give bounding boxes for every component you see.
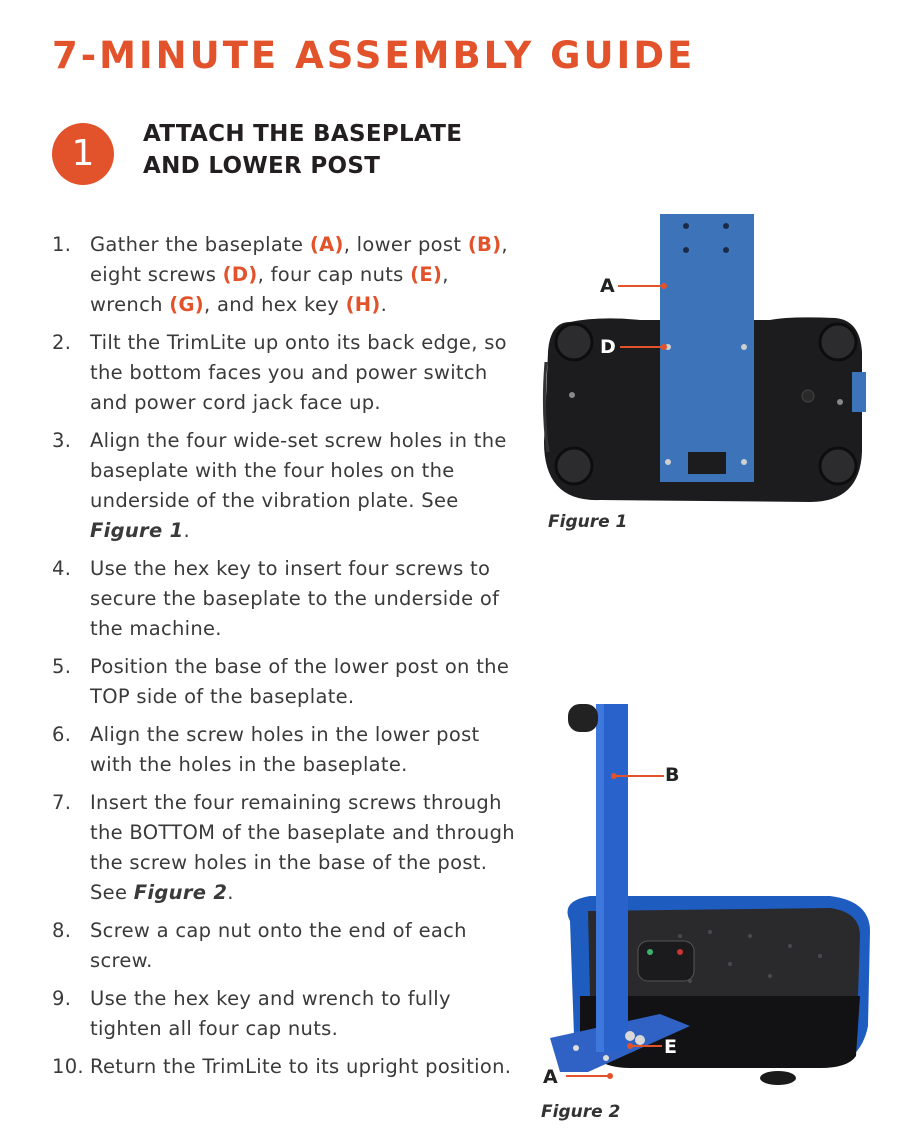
- part-reference: (A): [309, 233, 344, 256]
- figure-2-callout-a: A: [543, 1066, 558, 1088]
- instruction-text: , lower post: [343, 233, 468, 256]
- instruction-text: Align the four wide-set screw holes in t…: [90, 429, 507, 512]
- instruction-item: 2. Tilt the TrimLite up onto its back edg…: [52, 328, 522, 418]
- figure-2-callout-e: E: [664, 1036, 677, 1058]
- instruction-number: 3.: [52, 429, 72, 452]
- part-reference: (G): [169, 293, 205, 316]
- figure-1-callout-d: D: [600, 336, 616, 358]
- instruction-text: Tilt the TrimLite up onto its back edge,…: [90, 331, 507, 414]
- instruction-text: Screw a cap nut onto the end of each scr…: [90, 919, 467, 972]
- figure-1-callout-a: A: [600, 275, 615, 297]
- screw: [665, 459, 671, 465]
- instruction-text: Use the hex key to insert four screws to…: [90, 557, 500, 640]
- step-title-line-1: ATTACH THE BASEPLATE: [143, 121, 463, 147]
- step-title: ATTACH THE BASEPLATE AND LOWER POST: [143, 118, 462, 182]
- instruction-text: , four cap nuts: [257, 263, 411, 286]
- instruction-item: 9. Use the hex key and wrench to fully ti…: [52, 984, 522, 1044]
- part-reference: (H): [345, 293, 381, 316]
- figure-1-caption: Figure 1: [548, 512, 628, 532]
- instruction-item: 10. Return the TrimLite to its upright po…: [52, 1052, 522, 1082]
- instruction-item: 8. Screw a cap nut onto the end of each s…: [52, 916, 522, 976]
- instruction-number: 5.: [52, 655, 72, 678]
- instruction-number: 7.: [52, 791, 72, 814]
- instruction-text: , and hex key: [204, 293, 346, 316]
- part-reference: (B): [467, 233, 502, 256]
- baseplate: [660, 214, 754, 482]
- screw: [741, 344, 747, 350]
- instruction-number: 9.: [52, 987, 72, 1010]
- foot: [818, 446, 858, 486]
- figure-1-illustration: [542, 214, 866, 502]
- figure-2-callout-b: B: [665, 764, 680, 786]
- part-reference: (E): [410, 263, 443, 286]
- instruction-number: 2.: [52, 331, 72, 354]
- foot: [554, 322, 594, 362]
- part-reference: (D): [222, 263, 258, 286]
- figure-reference: Figure 1: [90, 519, 184, 542]
- instruction-list: 1. Gather the baseplate (A), lower post (…: [52, 230, 522, 1090]
- figure-2-illustration: [550, 704, 870, 1085]
- instruction-text: .: [183, 519, 190, 542]
- instruction-number: 4.: [52, 557, 72, 580]
- instruction-text: Align the screw holes in the lower post …: [90, 723, 480, 776]
- instruction-item: 1. Gather the baseplate (A), lower post (…: [52, 230, 522, 320]
- step-number-badge: 1: [52, 123, 114, 185]
- instruction-text: Gather the baseplate: [90, 233, 310, 256]
- figure-reference: Figure 2: [133, 881, 228, 904]
- figure-2-caption: Figure 2: [541, 1102, 621, 1122]
- instruction-text: Position the base of the lower post on t…: [90, 655, 510, 708]
- step-title-line-2: AND LOWER POST: [143, 153, 381, 179]
- foot: [818, 322, 858, 362]
- cap-nut: [625, 1031, 635, 1041]
- instruction-item: 3. Align the four wide-set screw holes in…: [52, 426, 522, 546]
- instruction-item: 7. Insert the four remaining screws throu…: [52, 788, 522, 908]
- instruction-text: Insert the four remaining screws through…: [90, 791, 515, 904]
- instruction-item: 4. Use the hex key to insert four screws …: [52, 554, 522, 644]
- instruction-text: , eight screws: [90, 233, 508, 286]
- instruction-text: Return the TrimLite to its upright posit…: [90, 1055, 512, 1078]
- instruction-number: 6.: [52, 723, 72, 746]
- instruction-item: 5. Position the base of the lower post on…: [52, 652, 522, 712]
- instruction-item: 6. Align the screw holes in the lower pos…: [52, 720, 522, 780]
- instruction-text: , wrench: [90, 263, 449, 316]
- screw: [741, 459, 747, 465]
- instruction-text: Use the hex key and wrench to fully tigh…: [90, 987, 451, 1040]
- foot: [554, 446, 594, 486]
- instruction-text: .: [227, 881, 234, 904]
- page-title: 7-MINUTE ASSEMBLY GUIDE: [52, 34, 696, 77]
- instruction-number: 1.: [52, 233, 72, 256]
- cap-nut: [635, 1035, 645, 1045]
- instruction-number: 8.: [52, 919, 72, 942]
- instruction-text: .: [380, 293, 388, 316]
- instruction-number: 10.: [52, 1055, 84, 1078]
